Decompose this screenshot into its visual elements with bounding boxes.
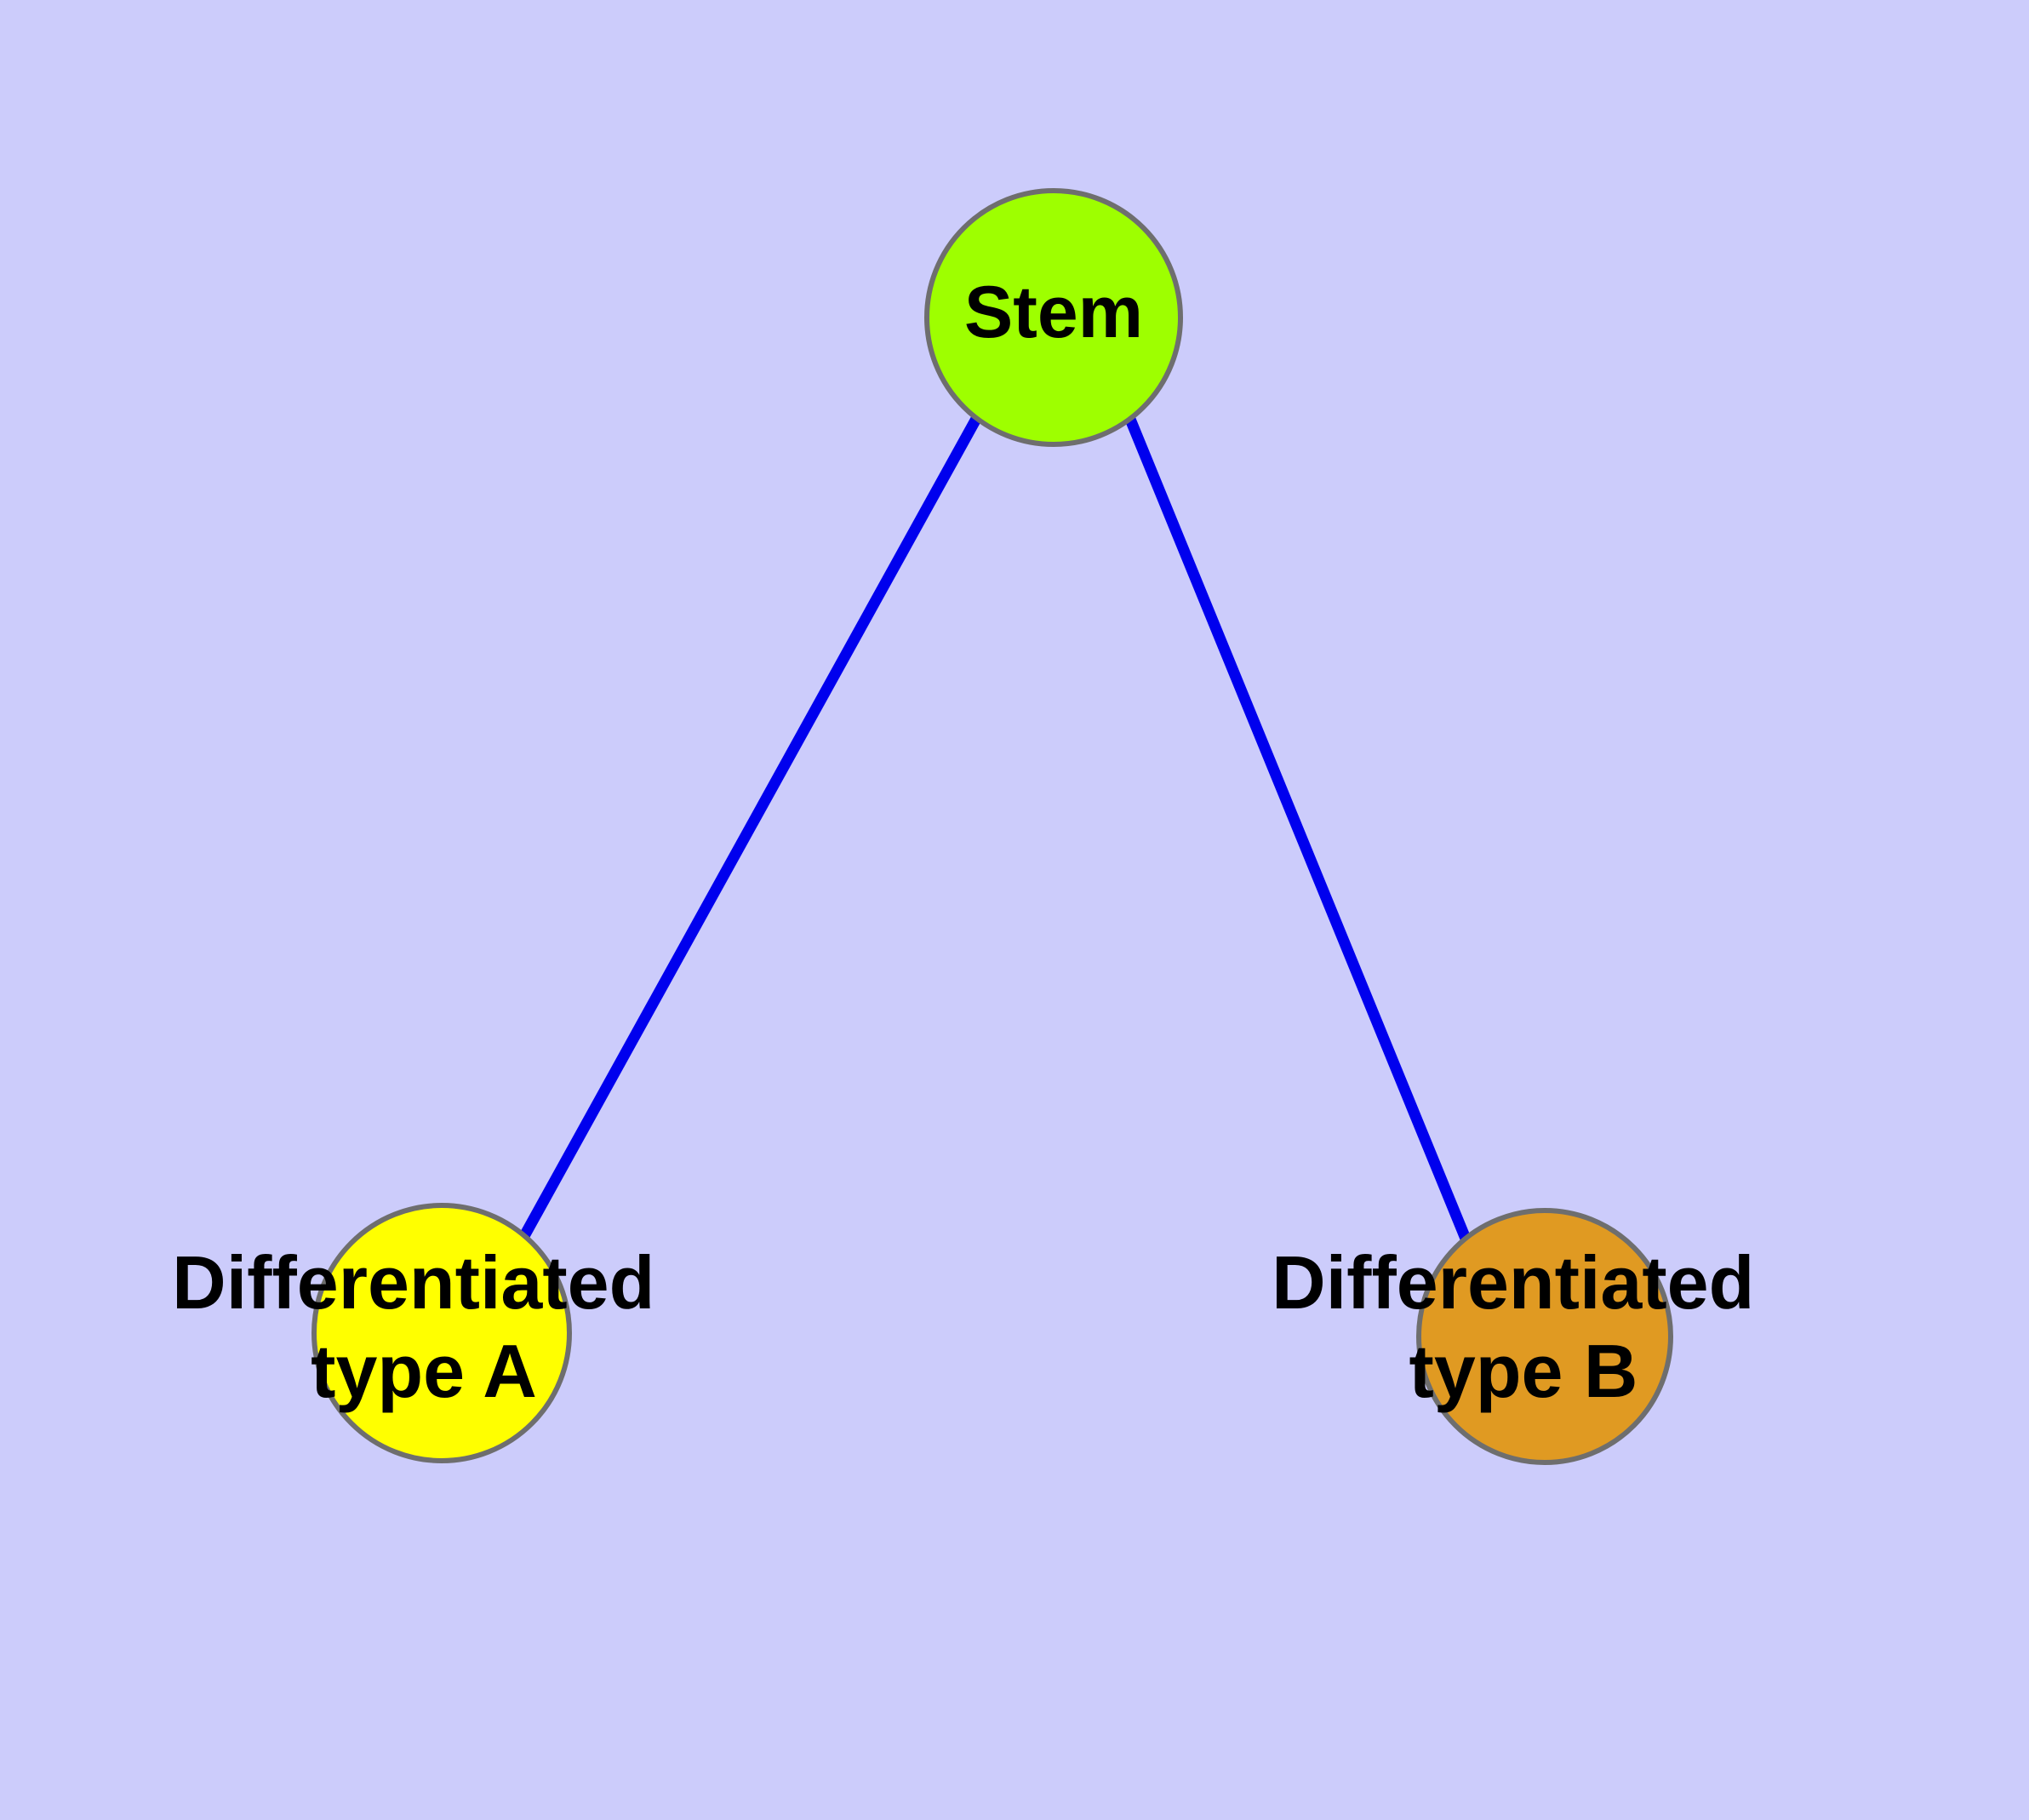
labels-layer: Stem Differentiated type A Differentiate…	[172, 272, 1775, 1414]
node-differentiated-type-b-label-line-1: Differentiated	[1272, 1240, 1754, 1325]
node-stem-circle[interactable]	[924, 188, 1183, 447]
node-differentiated-type-b-label-line-2: type B	[1409, 1329, 1638, 1413]
edge-stem-to-diff-a[interactable]	[519, 415, 981, 1239]
edges-layer	[519, 415, 1472, 1241]
node-differentiated-type-a-label: Differentiated type A	[172, 1240, 676, 1413]
node-differentiated-type-a-label-line-1: Differentiated	[172, 1240, 654, 1325]
node-differentiated-type-b-label: Differentiated type B	[1272, 1240, 1775, 1413]
node-differentiated-type-a-circle[interactable]	[311, 1203, 572, 1463]
edge-stem-to-diff-b[interactable]	[1123, 415, 1472, 1241]
node-differentiated-type-b-circle[interactable]	[1416, 1208, 1673, 1465]
nodes-layer	[311, 188, 1673, 1465]
node-stem-label: Stem	[964, 272, 1143, 353]
node-differentiated-type-a-label-line-2: type A	[311, 1329, 537, 1413]
node-stem-label-line-1: Stem	[964, 272, 1143, 353]
